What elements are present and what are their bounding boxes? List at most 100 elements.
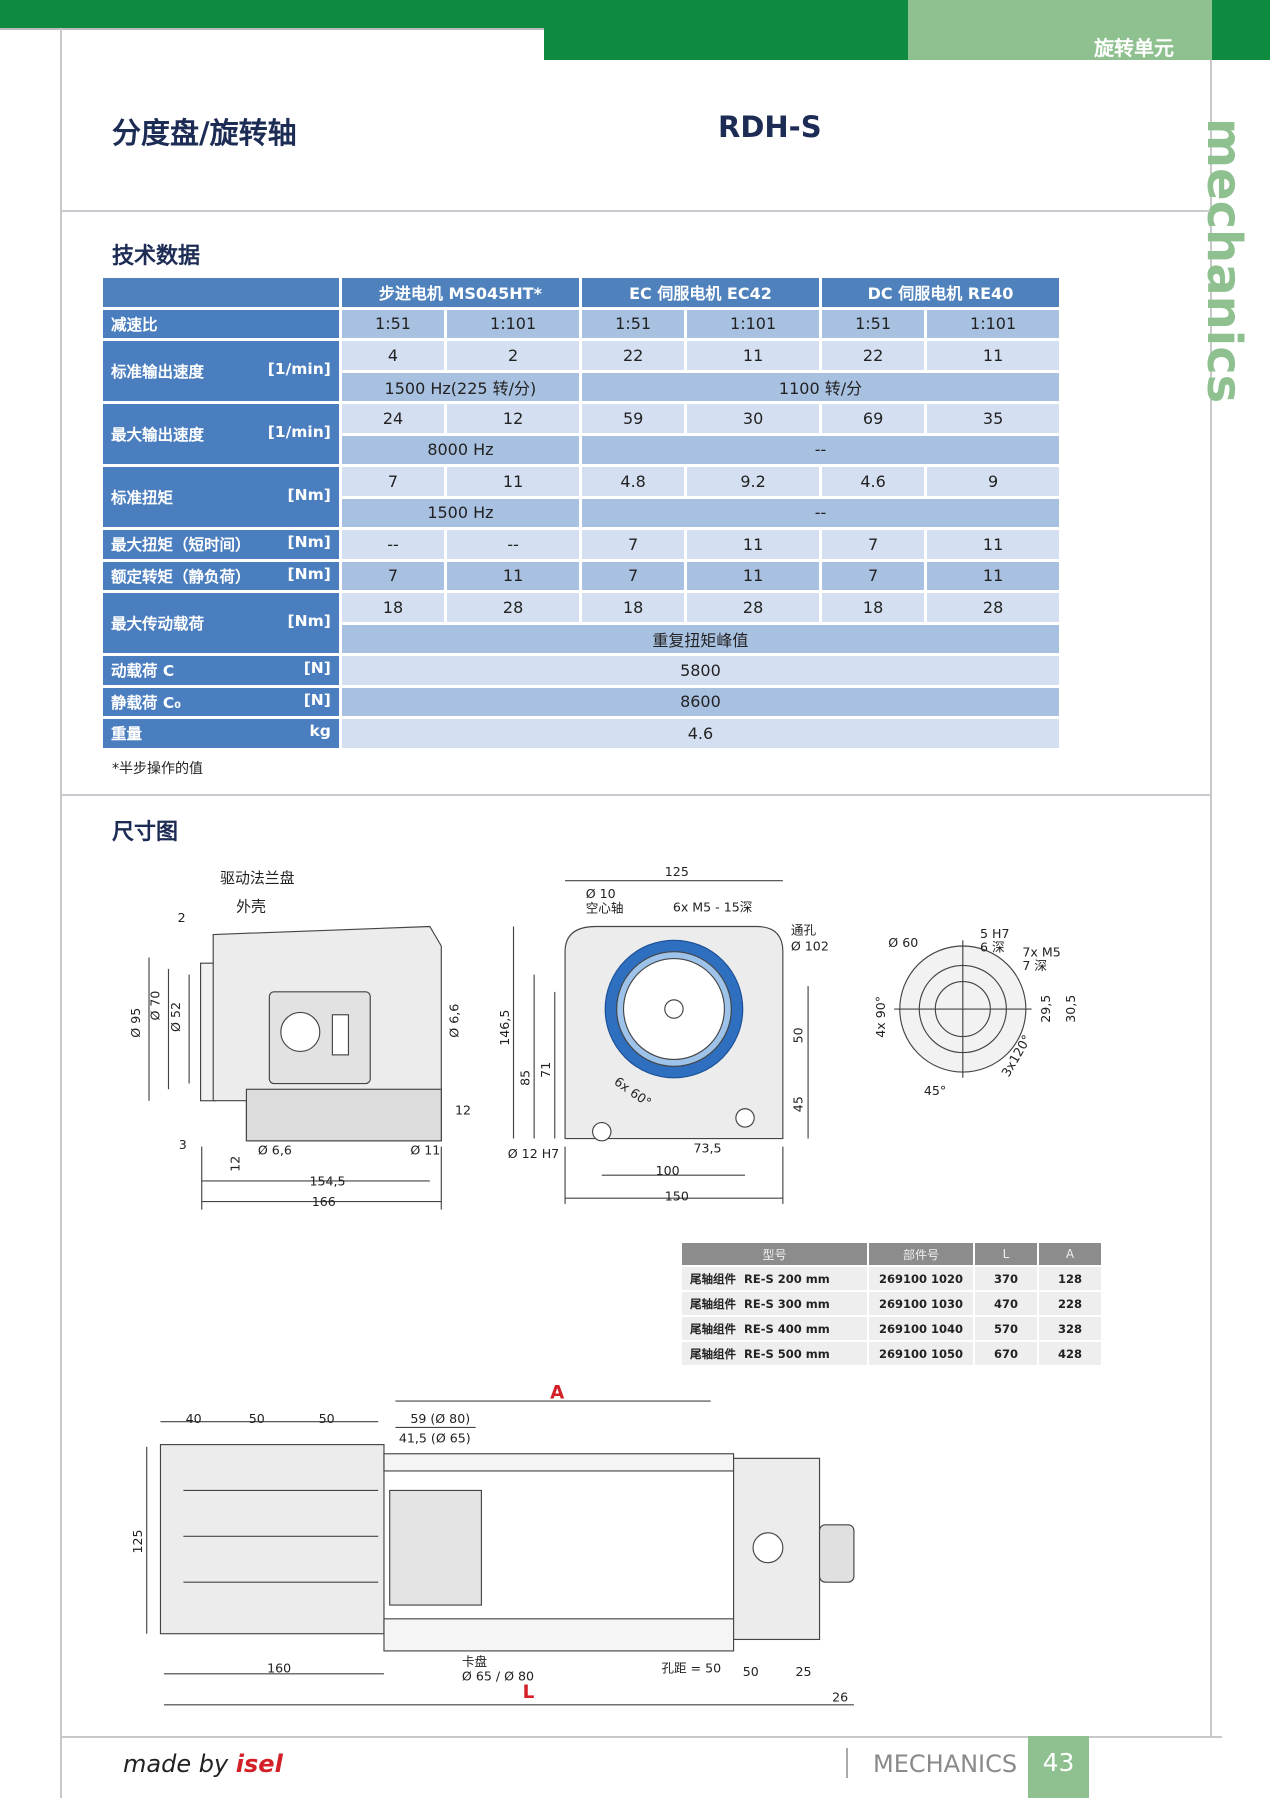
header-bar-end <box>1212 0 1270 60</box>
dimension-label: 卡盘 <box>462 1654 488 1669</box>
dimension-label: 73,5 <box>693 1140 721 1155</box>
header-motor: EC 伺服电机 EC42 <box>582 278 819 307</box>
dimension-label: 4x 90° <box>873 996 888 1038</box>
cell: 尾轴组件 RE-S 500 mm <box>682 1342 867 1365</box>
cell: 69 <box>821 404 925 433</box>
dimension-label: 160 <box>267 1661 291 1676</box>
row-label: 减速比 <box>103 309 339 338</box>
left-border <box>60 28 62 1798</box>
cell: 1:51 <box>582 309 685 338</box>
dimension-label: 12 <box>228 1156 243 1172</box>
label-text: 最大传动载荷 <box>111 615 205 633</box>
dimension-label: 125 <box>665 864 689 879</box>
cell: 7 <box>821 530 925 559</box>
dimension-label: 166 <box>312 1194 336 1209</box>
dimension-label: Ø 102 <box>791 939 829 954</box>
dimension-label: Ø 60 <box>888 935 918 950</box>
dimension-label: 12 <box>455 1102 471 1117</box>
dimension-label: 125 <box>130 1529 145 1553</box>
cell: 11 <box>927 530 1059 559</box>
dimension-label: 50 <box>249 1411 265 1426</box>
unit: [Nm] <box>287 612 331 630</box>
cell: 1500 Hz(225 转/分) <box>341 372 580 401</box>
cell: 7 <box>582 561 685 590</box>
dimension-label: Ø 52 <box>168 1002 183 1032</box>
dimension-label: Ø 10 <box>586 886 616 901</box>
dimension-label: 6x M5 - 15深 <box>673 900 753 915</box>
cell: 269100 1050 <box>869 1342 973 1365</box>
cell: 7 <box>341 561 445 590</box>
cell: 11 <box>687 561 819 590</box>
cell: 11 <box>447 561 580 590</box>
item-type: RE-S 300 mm <box>744 1296 830 1311</box>
dimension-label: 100 <box>656 1163 680 1178</box>
unit: [N] <box>303 659 331 678</box>
dimension-label: 154,5 <box>309 1174 345 1189</box>
cell: 24 <box>341 404 445 433</box>
dimension-label: 6 深 <box>980 940 1005 955</box>
cell: 30 <box>687 404 819 433</box>
cell: 1:101 <box>687 309 819 338</box>
col-header: 型号 <box>682 1243 867 1265</box>
dimension-label: 150 <box>665 1188 689 1203</box>
dimension-label: Ø 6,6 <box>258 1143 292 1158</box>
cell: 尾轴组件 RE-S 300 mm <box>682 1292 867 1315</box>
cell: 9 <box>927 467 1059 496</box>
cell: 尾轴组件 RE-S 200 mm <box>682 1267 867 1290</box>
cell: 428 <box>1039 1342 1101 1365</box>
dimension-label: 3 <box>179 1137 187 1152</box>
dimension-label: 40 <box>186 1411 202 1426</box>
cell: 1100 转/分 <box>582 372 1059 401</box>
unit: [Nm] <box>287 486 331 504</box>
cell: 28 <box>447 593 580 622</box>
right-border <box>1210 60 1212 1736</box>
row-label: 静载荷 C₀[N] <box>103 687 339 716</box>
cell: 2 <box>447 341 580 370</box>
table-row: 动载荷 C[N]5800 <box>103 656 1059 685</box>
cell: 28 <box>927 593 1059 622</box>
dimension-label: 孔距 = 50 <box>661 1661 721 1676</box>
brand-name: isel <box>235 1750 283 1778</box>
section-tab: 旋转单元 <box>908 0 1212 60</box>
header-bar-green <box>544 0 908 60</box>
dimension-label: 通孔 <box>791 923 817 938</box>
section-heading: 尺寸图 <box>112 820 179 845</box>
made-by-text: made by <box>123 1750 229 1778</box>
cell: 570 <box>975 1317 1037 1340</box>
divider <box>0 28 544 30</box>
col-header: L <box>975 1243 1037 1265</box>
dimension-label: 5 H7 <box>980 926 1010 941</box>
divider <box>846 1748 848 1778</box>
cell: 11 <box>687 341 819 370</box>
label-text: 最大扭矩（短时间） <box>111 536 251 555</box>
unit: [1/min] <box>267 360 331 378</box>
dimension-label: 3x120° <box>998 1032 1034 1079</box>
cell: 269100 1030 <box>869 1292 973 1315</box>
table-row: 重复扭矩峰值 <box>103 624 1059 653</box>
front-view-drawing <box>512 880 809 1204</box>
table-header-row: 步进电机 MS045HT* EC 伺服电机 EC42 DC 伺服电机 RE40 <box>103 278 1059 307</box>
item-name: 尾轴组件 <box>690 1321 736 1336</box>
cell: 1:101 <box>927 309 1059 338</box>
cell: -- <box>341 530 445 559</box>
dimension-label: 7 深 <box>1022 958 1047 973</box>
cell: 4.6 <box>341 719 1059 748</box>
cell: 470 <box>975 1292 1037 1315</box>
label-text: 最大输出速度 <box>111 426 205 444</box>
label-text: 额定转矩（静负荷） <box>111 567 251 586</box>
footer-section: MECHANICS <box>873 1750 1018 1778</box>
dimension-label: A <box>550 1383 565 1404</box>
cell: 269100 1020 <box>869 1267 973 1290</box>
row-label: 最大输出速度[1/min] <box>103 404 339 464</box>
bottom-view-drawing <box>146 1400 855 1706</box>
label-text: 重量 <box>111 725 143 744</box>
cell: 18 <box>821 593 925 622</box>
dimension-label: 50 <box>319 1411 335 1426</box>
label-text: 标准输出速度 <box>111 363 205 381</box>
